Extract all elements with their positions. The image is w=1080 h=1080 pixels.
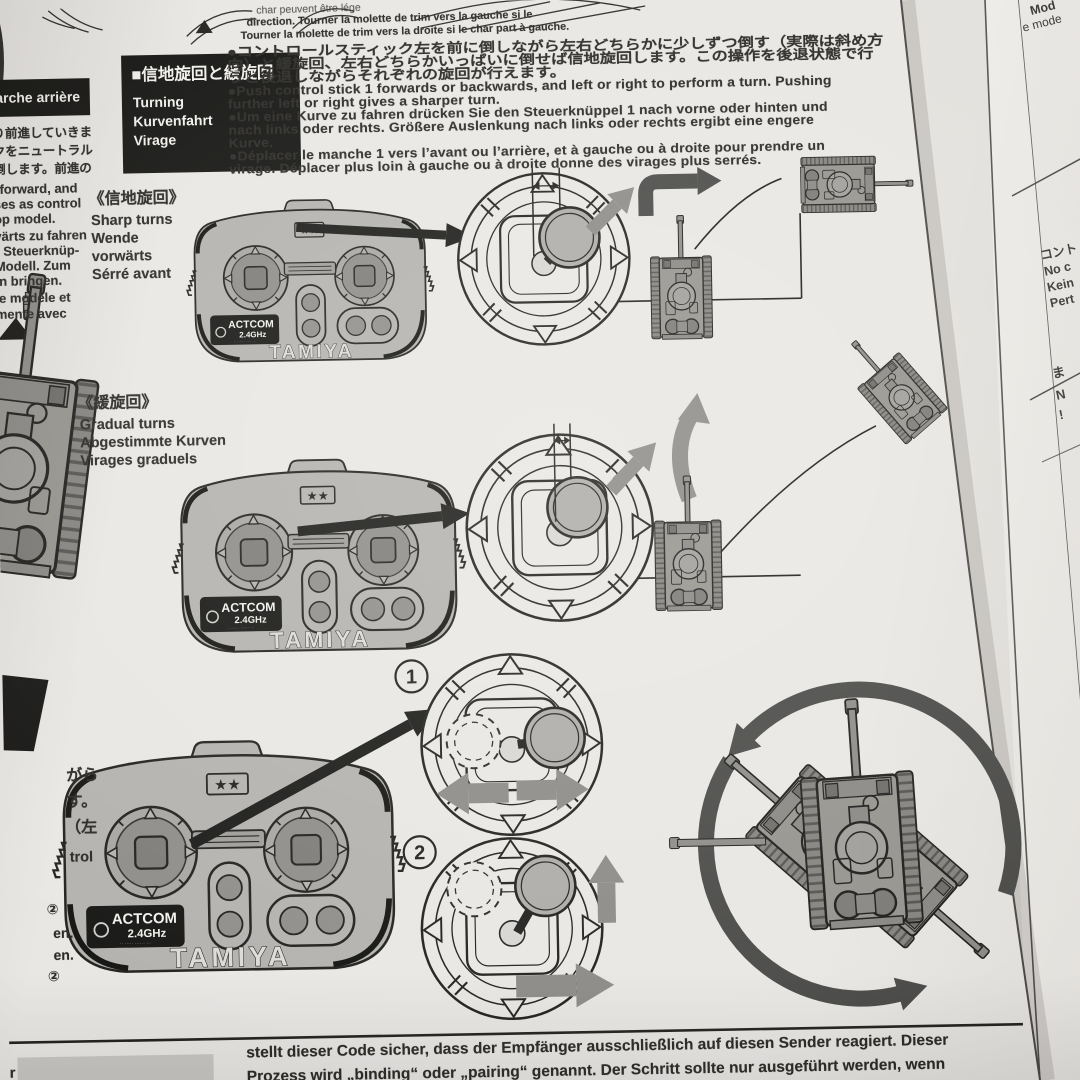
stick-pointer-arrow-2 [297, 503, 470, 537]
turning-title-de: Kurvenfahrt [133, 111, 213, 130]
left-de-2: r Steuerknüp- [0, 242, 80, 259]
sharp-turn-arc [694, 177, 782, 250]
left-de-3: Modell. Zum [0, 257, 71, 274]
stick-knob-sharp [537, 205, 602, 270]
gradual-turns-label-de: Abgestimmte Kurven [80, 432, 227, 452]
transmitter-pivot-turns [51, 739, 406, 976]
mid-left-frag-1: ② [46, 900, 59, 918]
second-page [985, 0, 1080, 1080]
mid-left-jp-2: す。 [66, 793, 98, 811]
gradual-turns-label-en: Gradual turns [79, 415, 176, 434]
left-jp-1: り前進していきま [0, 125, 93, 141]
sharp-turns-label-jp: 《信地旋回》 [88, 189, 185, 209]
left-en-1: forward, and [0, 180, 78, 197]
gradual-turn-arc [719, 425, 877, 554]
tank-turned-gradual [832, 323, 949, 446]
left-en-2: ses as control [0, 195, 82, 212]
sharp-turns-label-en: Sharp turns [90, 211, 173, 230]
step2-right-arrow [515, 963, 615, 1008]
tank-turned-sharp [799, 154, 915, 214]
left-fr-2: mente avec [0, 305, 67, 322]
stick-direction-arrow-gradual [605, 442, 657, 496]
mid-left-jp-3: （左 [65, 819, 98, 837]
step1-right-arrow [516, 768, 589, 811]
stick-direction-arrow-sharp [585, 187, 635, 236]
sharp-turns-label-de2: vorwärts [91, 248, 153, 266]
spin-tank-center [793, 694, 925, 933]
turning-title-en: Turning [132, 93, 185, 111]
reverse-section-label: marche arrière [0, 88, 81, 107]
under-page-rule-2 [1029, 372, 1080, 401]
left-margin-black-box-fragment [0, 674, 49, 752]
step2-up-arrow [588, 854, 625, 924]
gradual-turn-curved-arrow [671, 393, 710, 503]
left-margin-triangle-icon [0, 317, 33, 340]
stick-knob-step1 [522, 705, 587, 770]
left-en-3: op model. [0, 210, 56, 227]
spin-rotation-arrows [698, 681, 1022, 1011]
main-page-edge [900, 0, 1041, 1080]
sharp-turns-label-de1: Wende [91, 230, 139, 248]
footer-corner-fragment: r [9, 1064, 16, 1080]
sharp-turns-label-fr: Sérré avant [91, 265, 172, 284]
turning-title-fr: Virage [133, 131, 177, 149]
deflection-guides-sharp [531, 167, 561, 257]
tank-top-view-sharp [649, 214, 714, 341]
tank-top-view-gradual [653, 474, 724, 612]
left-de-1: värts zu fahren [0, 227, 87, 244]
footer-gray-block [17, 1054, 214, 1080]
spin-stray-barrel [669, 837, 767, 850]
stick-knob-step2 [513, 854, 578, 918]
stick-pointer-arrow-1 [295, 222, 474, 248]
mid-left-jp-1: がら [66, 767, 99, 785]
step2-number-circle [402, 835, 437, 870]
mid-left-frag-3: en. [53, 946, 74, 963]
sharp-turn-path-corner [799, 213, 803, 299]
gradual-turns-label-fr: Virages graduels [80, 451, 198, 470]
main-page-shadow [901, 0, 1055, 1080]
deflection-arrowhead-right-gradual [564, 436, 571, 445]
left-de-4: n bringen. [0, 272, 63, 289]
under-page-rule-3 [1041, 444, 1080, 463]
transmitter-gradual-turns [171, 457, 467, 654]
top-margin-illustration-fragments [0, 0, 646, 97]
step1-number-circle [394, 659, 429, 694]
left-jp-3: 倒します。前進の [0, 161, 93, 177]
footer-rule [9, 1022, 1023, 1045]
step1-left-arrow [436, 772, 509, 815]
reverse-section-box: marche arrière [0, 78, 91, 118]
turn-direction-elbow-arrow [638, 167, 722, 217]
left-fr-1: le modèle et [0, 289, 71, 306]
gradual-turns-label-jp: 《緩旋回》 [77, 393, 158, 413]
step1-number: 1 [406, 666, 418, 688]
second-page-edge [984, 0, 1041, 1080]
top-margin-triangle [195, 20, 213, 34]
transmitter-sharp-turns [186, 198, 435, 365]
mid-left-frag-2: en. [52, 924, 74, 941]
deflection-arrowhead-left-sharp [532, 181, 540, 190]
step2-number: 2 [414, 842, 426, 864]
third-page [1018, 0, 1080, 700]
deflection-arrowhead-right-sharp [552, 181, 560, 190]
deflection-arrowhead-left-gradual [554, 436, 561, 445]
under-page-rule-1 [1011, 158, 1080, 197]
mid-left-frag-4: ② [47, 967, 60, 985]
mid-left-en: trol [69, 849, 94, 866]
left-jp-2: クをニュートラル [0, 143, 93, 159]
